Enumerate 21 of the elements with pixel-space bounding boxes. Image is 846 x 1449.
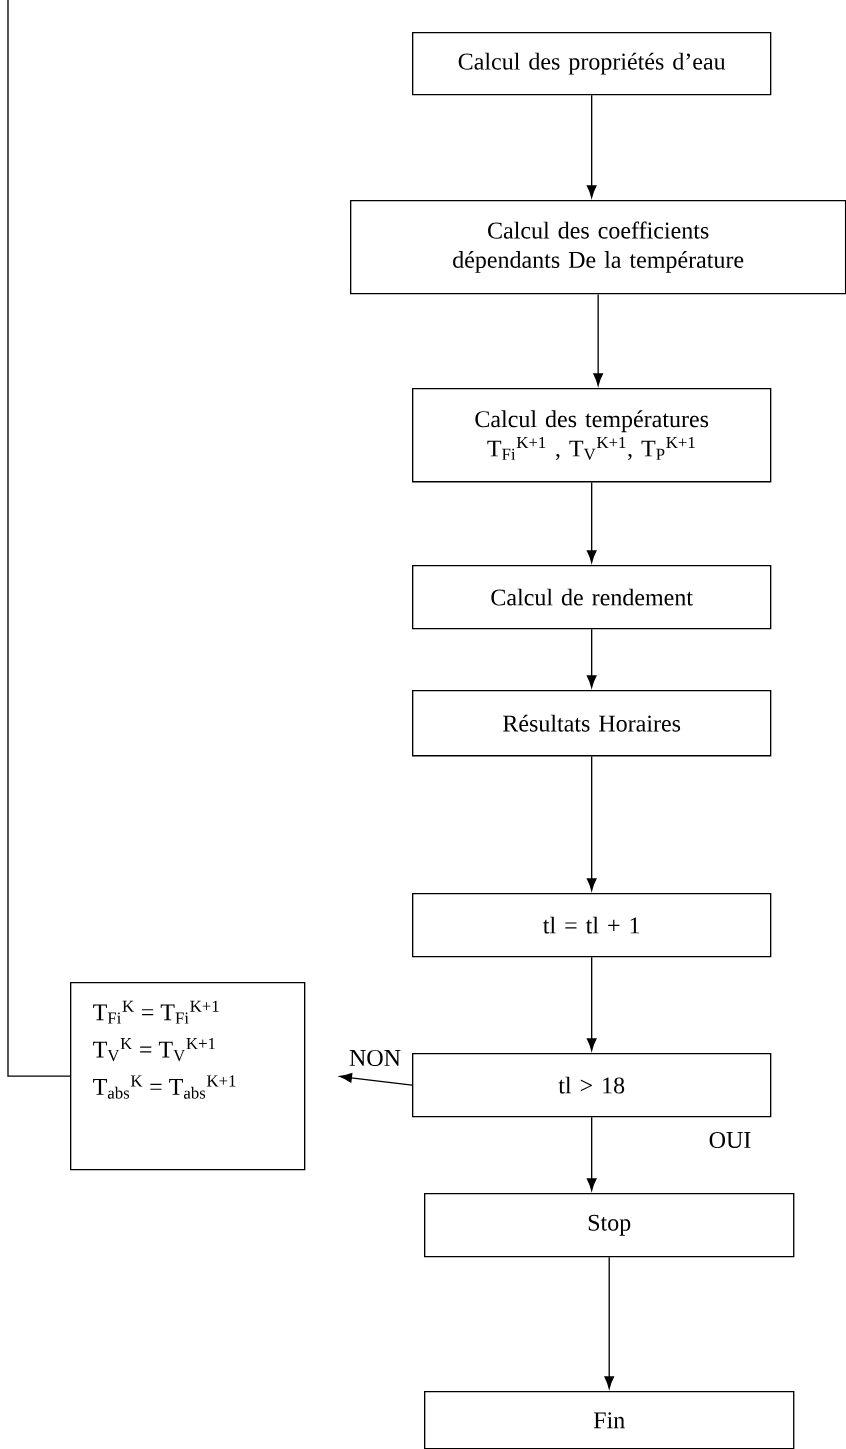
arrow <box>593 293 603 386</box>
process-box: tl = tl + 1 <box>412 893 772 958</box>
arrow <box>586 94 597 198</box>
process-box: Résultats Horaires <box>412 690 772 757</box>
edge-label: NON <box>347 1048 403 1068</box>
arrow <box>339 1073 413 1086</box>
arrow <box>586 628 597 688</box>
edge-label: OUI <box>707 1130 753 1150</box>
process-box: Fin <box>424 1391 795 1449</box>
process-box: Calcul des températures T$_{Fi}$$^{K+1}$ , T$_{V}$$^{K+1}$, T$_{P}$K+1 <box>412 388 772 483</box>
process-box: Calcul de rendement <box>412 565 772 630</box>
process-box: Calcul des coefficients dépendants De la température <box>350 200 846 295</box>
process-box: tl > 18 <box>412 1053 772 1118</box>
arrow <box>586 1116 597 1191</box>
arrow <box>604 1256 615 1389</box>
arrow <box>586 481 597 563</box>
arrow <box>586 956 597 1051</box>
process-box: Stop <box>424 1193 795 1258</box>
process-box: Calcul des propriétés d’eau <box>412 32 772 96</box>
arrow <box>586 755 597 891</box>
assignment-box: T$_{Fi}$$^{K}$ = T$_{Fi}$K+1 T$_{V}$$^{K}$ = T$_{V}$K+1 T$_{abs}$$^{K}$ = T$_{abs}$K+1 <box>70 982 306 1171</box>
